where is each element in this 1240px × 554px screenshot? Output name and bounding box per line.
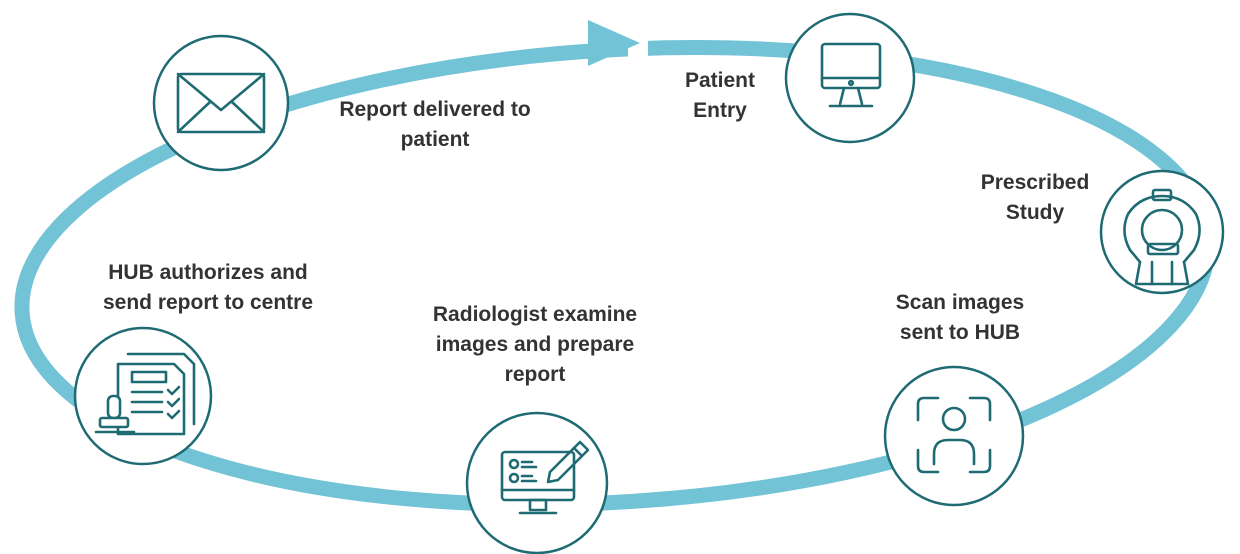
label-line: Radiologist examine <box>432 303 638 326</box>
node-report-delivered <box>152 34 290 172</box>
label-line: send report to centre <box>102 291 314 314</box>
node-prescribed-study <box>1099 169 1225 295</box>
label-report-delivered: Report delivered to patient <box>290 95 580 155</box>
label-prescribed-study: Prescribed Study <box>940 168 1130 228</box>
label-line: report <box>504 363 566 386</box>
label-line: Scan images <box>895 291 1025 314</box>
node-scan-images <box>883 365 1025 507</box>
label-line: Entry <box>693 99 747 122</box>
label-scan-images: Scan images sent to HUB <box>845 288 1075 348</box>
envelope-icon <box>176 72 266 134</box>
face-scan-icon <box>916 396 992 474</box>
label-hub-authorizes: HUB authorizes and send report to centre <box>48 258 368 318</box>
label-radiologist: Radiologist examine images and prepare r… <box>385 300 685 390</box>
label-line: sent to HUB <box>899 321 1021 344</box>
label-line: images and prepare <box>435 333 635 356</box>
label-line: HUB authorizes and <box>108 261 308 284</box>
ring-gap <box>628 28 648 64</box>
label-line: Prescribed <box>980 171 1090 194</box>
node-patient-entry <box>784 12 916 144</box>
mri-scanner-icon <box>1123 188 1201 286</box>
label-patient-entry: Patient Entry <box>655 66 785 126</box>
label-line: Study <box>1005 201 1065 224</box>
label-line: Report delivered to <box>339 98 531 121</box>
stamp-document-icon <box>94 352 196 436</box>
label-line: patient <box>400 128 470 151</box>
cycle-arrowhead <box>588 20 640 66</box>
label-line: Patient <box>684 69 755 92</box>
node-radiologist <box>465 411 609 554</box>
checklist-edit-icon <box>500 440 590 515</box>
monitor-icon <box>820 42 882 108</box>
node-hub-authorizes <box>73 326 213 466</box>
